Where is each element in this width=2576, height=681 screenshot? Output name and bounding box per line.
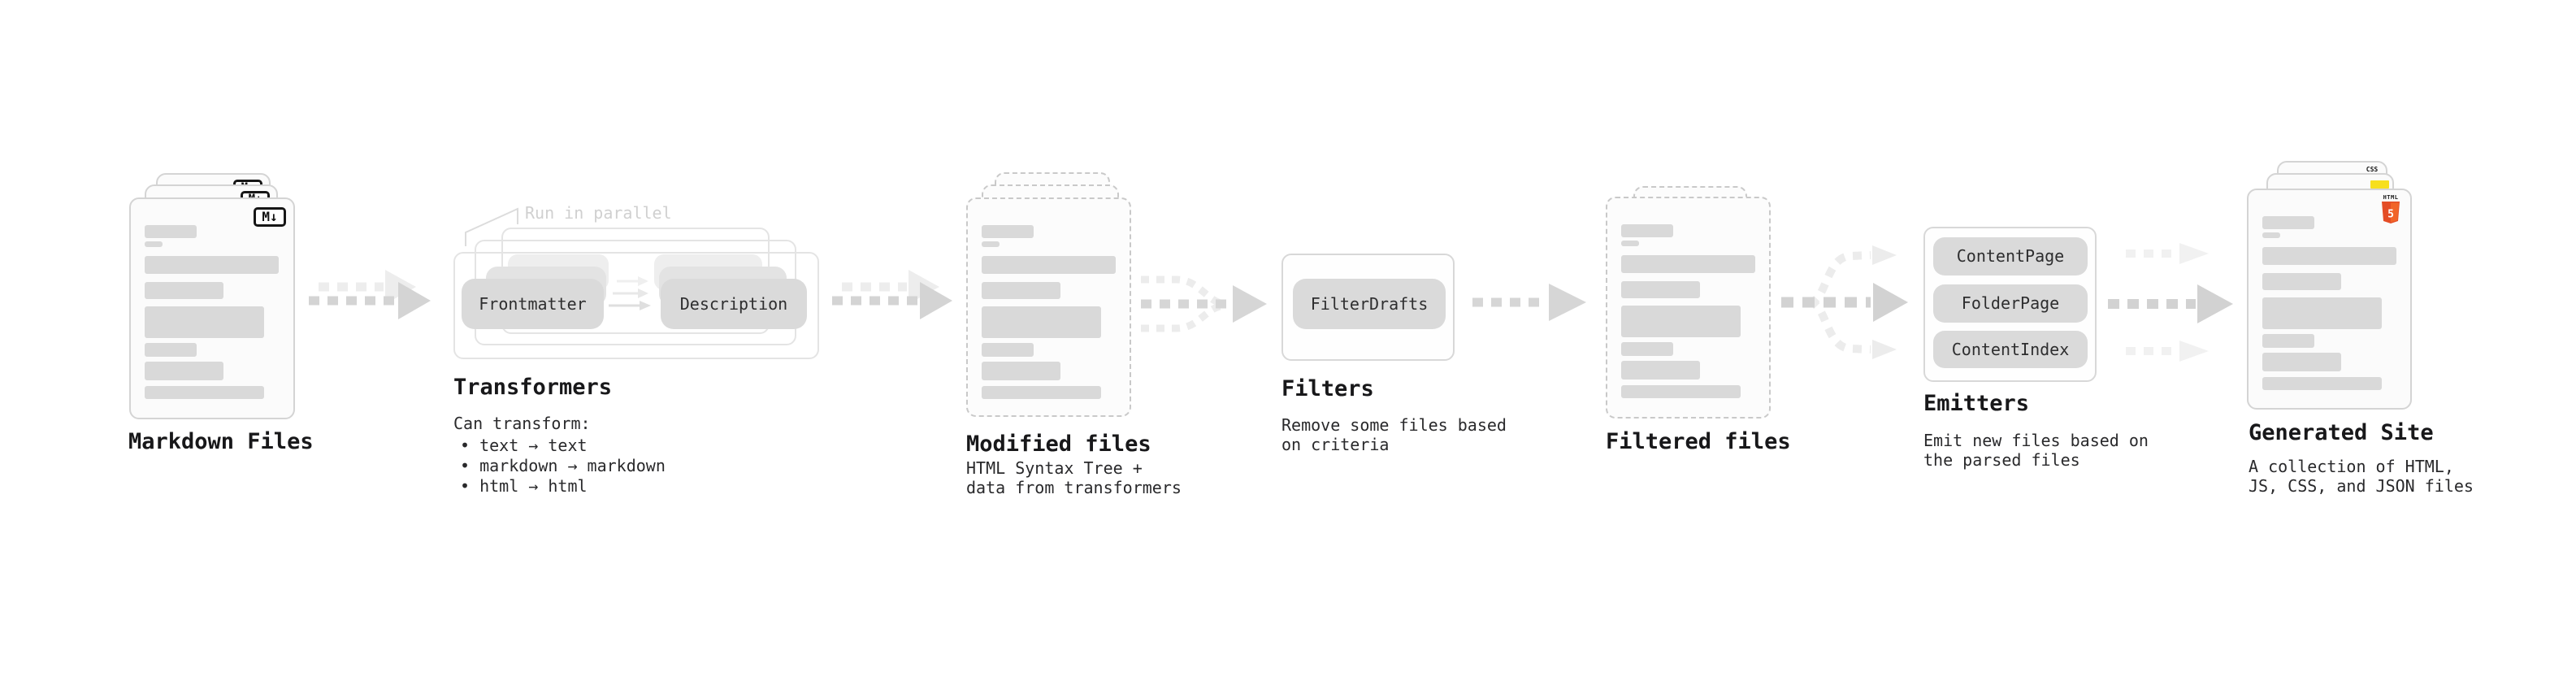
stage-label-markdown-files: Markdown Files xyxy=(128,429,314,454)
modified-caption-line1: HTML Syntax Tree + xyxy=(966,458,1143,478)
doc-text-bar xyxy=(982,386,1101,399)
parallel-note-leader-line xyxy=(465,207,518,246)
doc-text-bar xyxy=(2262,273,2341,290)
doc-text-bar xyxy=(982,241,1000,247)
html5-icon: HTML 5 xyxy=(2381,194,2400,224)
description-chip: Description xyxy=(661,279,807,329)
doc-text-bar xyxy=(2262,334,2314,348)
frontmatter-chip: Frontmatter xyxy=(462,279,604,329)
generated-caption-line1: A collection of HTML, xyxy=(2249,457,2454,476)
parallel-mini-arrows xyxy=(609,276,651,310)
doc-text-bar xyxy=(2262,297,2382,329)
doc-text-bar xyxy=(2262,216,2314,229)
stage-label-filtered-files: Filtered files xyxy=(1606,429,1791,454)
doc-text-bar xyxy=(1621,255,1755,273)
doc-text-bar xyxy=(145,306,264,338)
doc-text-placeholder xyxy=(968,199,1130,415)
filtered-file-card xyxy=(1606,197,1771,419)
markdown-file-card: M↓ xyxy=(129,197,295,419)
doc-text-bar xyxy=(2262,232,2280,238)
flow-arrow-filtered-to-emitters xyxy=(1781,245,1908,359)
doc-text-bar xyxy=(2262,247,2396,265)
contentindex-chip: ContentIndex xyxy=(1933,331,2088,368)
doc-text-bar xyxy=(145,362,223,380)
filters-caption-line2: on criteria xyxy=(1281,435,1390,454)
stage-label-filters: Filters xyxy=(1281,376,1374,401)
doc-text-bar xyxy=(145,282,223,299)
markdown-icon: M↓ xyxy=(254,207,286,227)
doc-text-bar xyxy=(1621,281,1700,298)
doc-text-bar xyxy=(1621,224,1673,237)
flow-arrow-modified-to-filters xyxy=(1141,275,1267,332)
stage-label-generated-site: Generated Site xyxy=(2249,420,2434,445)
flow-arrow-emitters-to-generated xyxy=(2108,243,2233,362)
doc-text-bar xyxy=(982,306,1101,338)
emitters-caption-line1: Emit new files based on xyxy=(1923,431,2149,450)
filters-caption-line1: Remove some files based xyxy=(1281,415,1507,435)
doc-text-bar xyxy=(982,343,1034,357)
flow-arrow-markdown-to-transformers xyxy=(309,270,431,319)
doc-text-bar xyxy=(982,362,1060,380)
transformer-box xyxy=(453,252,819,359)
doc-text-bar xyxy=(982,256,1116,274)
doc-text-placeholder xyxy=(2249,190,2410,408)
stage-label-emitters: Emitters xyxy=(1923,391,2030,416)
doc-text-bar xyxy=(2262,353,2341,371)
doc-text-bar xyxy=(1621,342,1673,356)
folderpage-chip: FolderPage xyxy=(1933,284,2088,323)
js-icon xyxy=(2370,180,2389,189)
doc-text-bar xyxy=(145,256,279,274)
doc-text-bar xyxy=(1621,385,1741,398)
emitters-caption-line2: the parsed files xyxy=(1923,450,2080,470)
transformers-caption-title: Can transform: xyxy=(453,414,591,433)
stage-label-transformers: Transformers xyxy=(453,375,613,400)
flow-arrow-filters-to-filtered xyxy=(1472,284,1586,321)
modified-file-card xyxy=(966,197,1131,417)
filterdrafts-chip: FilterDrafts xyxy=(1293,279,1446,329)
transformers-bullet-3: • html → html xyxy=(460,476,588,496)
svg-text:5: 5 xyxy=(2387,209,2394,221)
parallel-note: Run in parallel xyxy=(525,203,672,223)
generated-caption-line2: JS, CSS, and JSON files xyxy=(2249,476,2474,496)
doc-text-bar xyxy=(145,343,197,357)
doc-text-bar xyxy=(1621,241,1639,246)
transformers-bullet-1: • text → text xyxy=(460,436,588,455)
doc-text-bar xyxy=(982,225,1034,238)
doc-text-bar xyxy=(1621,361,1700,380)
doc-text-bar xyxy=(145,225,197,238)
stage-label-modified-files: Modified files xyxy=(966,432,1151,457)
doc-text-bar xyxy=(2262,377,2382,390)
modified-caption-line2: data from transformers xyxy=(966,478,1182,497)
doc-text-bar xyxy=(145,241,163,247)
flow-arrow-transformers-to-modified xyxy=(832,270,952,319)
doc-text-bar xyxy=(982,282,1060,299)
contentpage-chip: ContentPage xyxy=(1933,237,2088,275)
doc-text-placeholder xyxy=(1607,198,1769,417)
doc-text-bar xyxy=(1621,306,1741,337)
generated-html-card: HTML 5 xyxy=(2247,189,2412,410)
transformers-bullet-2: • markdown → markdown xyxy=(460,456,666,475)
doc-text-placeholder xyxy=(131,199,293,418)
doc-text-bar xyxy=(145,386,264,399)
